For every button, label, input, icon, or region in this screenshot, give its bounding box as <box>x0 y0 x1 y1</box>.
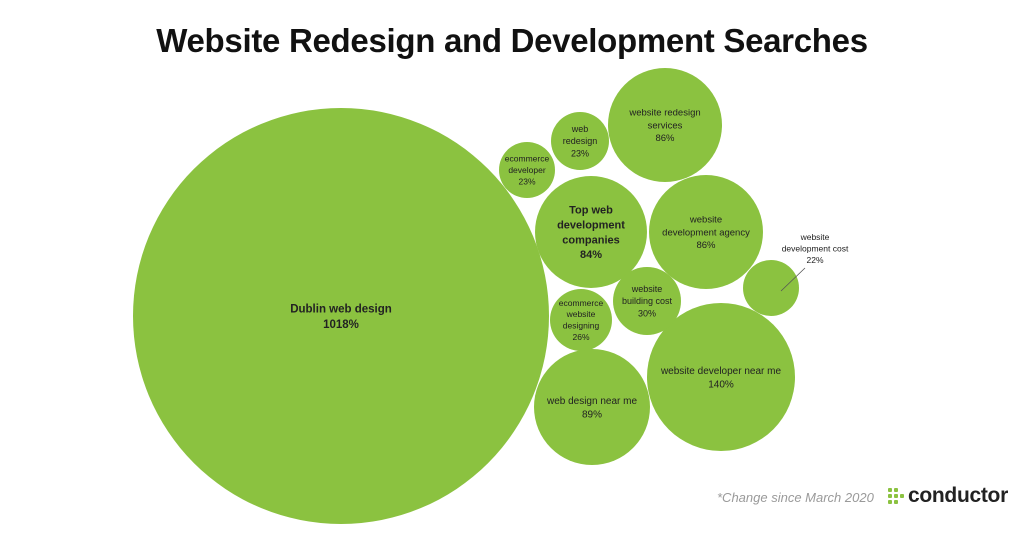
bubble-value: 140% <box>708 379 734 390</box>
conductor-logo: conductor <box>888 484 1008 508</box>
bubble-value: 84% <box>580 249 602 261</box>
bubble-circle <box>550 289 612 351</box>
footnote: *Change since March 2020 <box>717 490 874 505</box>
bubble-value: 26% <box>572 332 589 342</box>
bubble-value: 23% <box>571 148 589 158</box>
bubble-value: 22% <box>806 255 823 265</box>
leader-line <box>780 267 806 292</box>
bubble-value: 23% <box>518 176 535 186</box>
bubble-circle <box>499 142 555 198</box>
chart-title: Website Redesign and Development Searche… <box>156 22 868 59</box>
bubble-circle <box>534 349 650 465</box>
bubble-circle <box>613 267 681 335</box>
bubble-circle <box>535 176 647 288</box>
bubble-value: 1018% <box>323 319 359 331</box>
bubble-value: 30% <box>638 308 656 318</box>
bubble-circle <box>743 260 799 316</box>
bubble-circle <box>647 303 795 451</box>
bubble-circle <box>649 175 763 289</box>
bubble-circle <box>608 68 722 182</box>
bubble-value: 86% <box>655 133 675 144</box>
bubble-circle <box>133 108 549 524</box>
bubble-value: 89% <box>582 409 602 420</box>
brand-name: conductor <box>908 484 1008 507</box>
bubble-value: 86% <box>696 240 716 251</box>
bubble-circle <box>551 112 609 170</box>
conductor-logo-icon <box>888 488 904 504</box>
